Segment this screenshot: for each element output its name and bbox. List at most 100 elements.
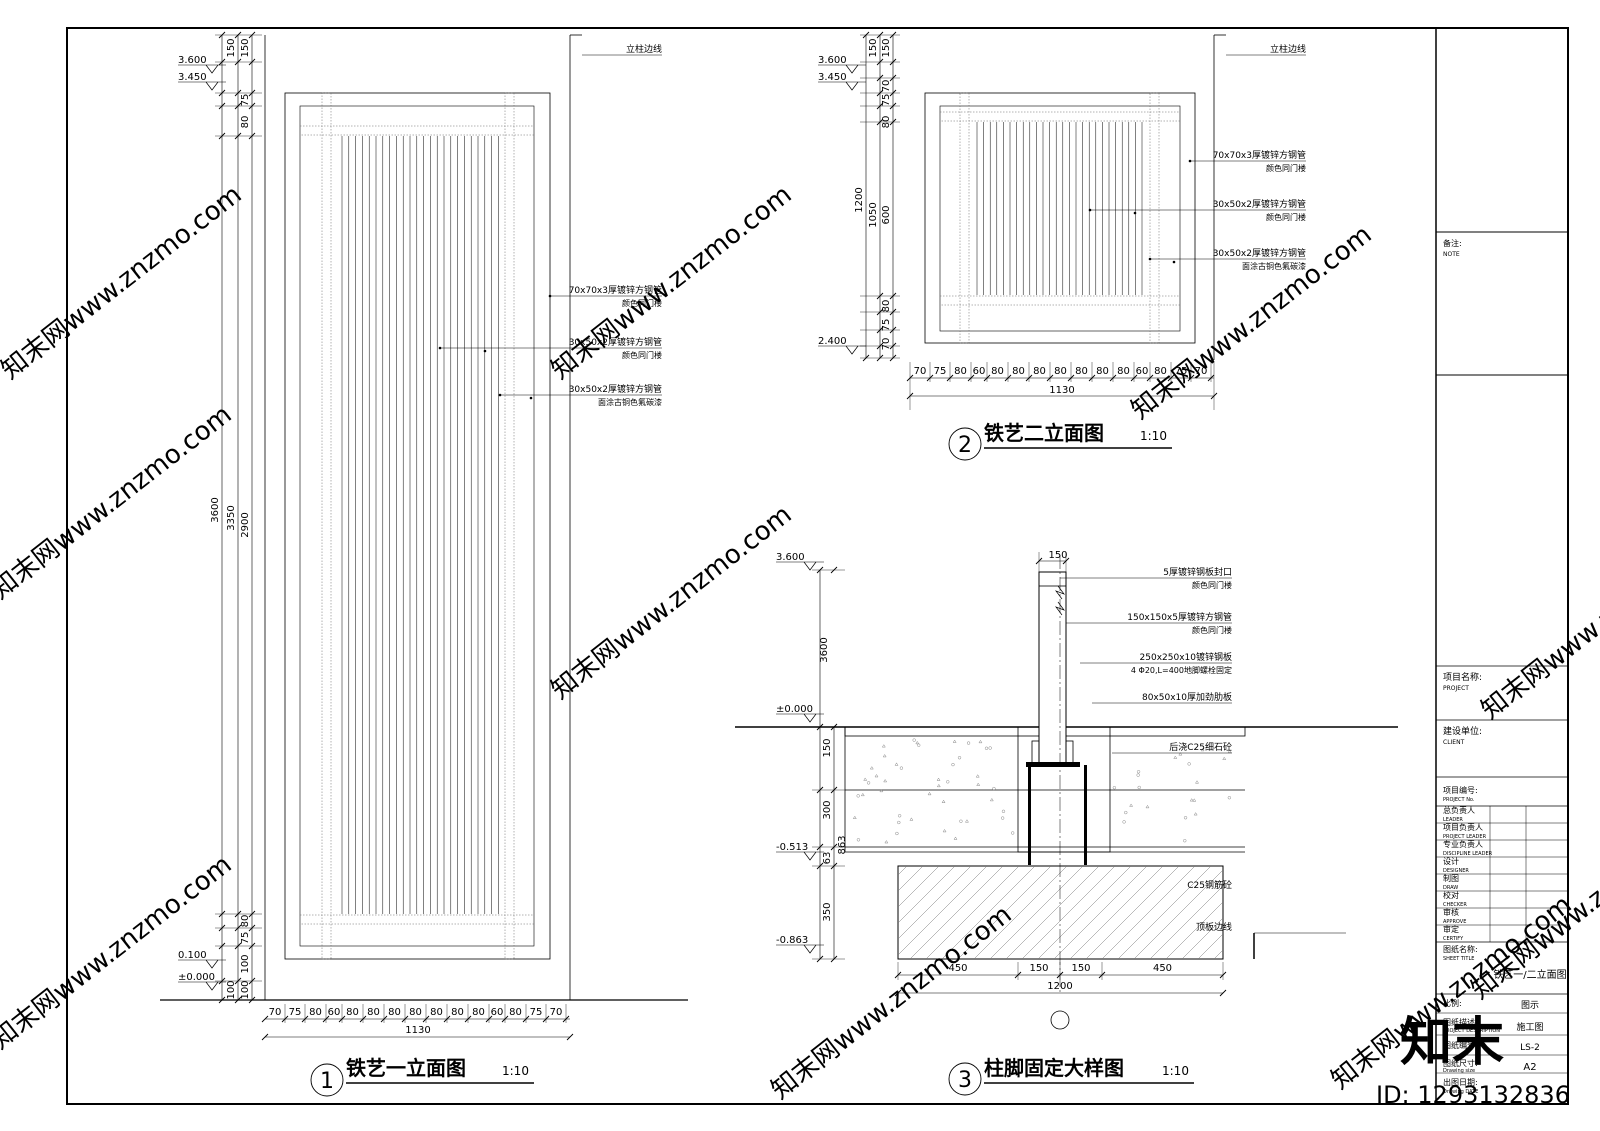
d3-hatch-line <box>1101 865 1196 960</box>
e2-bottom-dim: 80 <box>1096 366 1109 377</box>
tb-size-en: Drawing size <box>1443 1068 1475 1074</box>
d3-gravel-dot <box>899 766 904 770</box>
tb-note-en: NOTE <box>1443 251 1460 258</box>
d3-gravel-dot <box>1001 809 1006 813</box>
e1-title-bubble <box>310 1063 344 1097</box>
watermark-site-text: 知末网www.znzmo.com <box>0 400 238 606</box>
e2-bottom-dim: 80 <box>1033 366 1046 377</box>
tb-row-en: APPROVE <box>1443 919 1466 925</box>
d3-hatch-line <box>1021 865 1116 960</box>
d3-level-top: 3.600 <box>776 552 805 563</box>
d3-gravel-dot <box>957 756 962 760</box>
tb-row-label: 项目负责人 <box>1443 822 1483 832</box>
e1-outer-frame <box>284 92 551 960</box>
e2-vertical-bars <box>976 122 1143 295</box>
d3-dim-63: 63 <box>822 852 833 865</box>
tb-row-label: 审定 <box>1443 924 1459 934</box>
d3-note: 80x50x10厚加劲肋板 <box>1142 691 1232 703</box>
d3-gravel-dot <box>856 838 861 842</box>
e2-bottom-dim: 75 <box>1175 366 1188 377</box>
tb-row-en: CERTIFY <box>1443 936 1464 942</box>
d3-bottom-dim: 450 <box>1153 963 1172 974</box>
e1-level-ground: ±0.000 <box>178 972 215 983</box>
d3-hatch-line <box>1213 949 1224 960</box>
e1-title: 铁艺一立面图 <box>346 1056 466 1080</box>
d3-gravel-dot <box>946 780 950 784</box>
d3-hatch-line <box>1069 865 1164 960</box>
d3-dim-150: 150 <box>822 738 833 757</box>
e1-bottom-dim: 80 <box>509 1007 522 1018</box>
d3-gravel-dot <box>897 820 901 825</box>
e1-dim-3600: 3600 <box>210 497 221 522</box>
tb-row-en: DISCIPLINE LEADER <box>1443 851 1493 857</box>
d3-steel-post <box>1038 571 1067 766</box>
e1-bottom-dim: 80 <box>388 1007 401 1018</box>
d3-gravel-tri <box>874 774 879 778</box>
e1-bottom-dim: 80 <box>309 1007 322 1018</box>
d3-gravel-tri <box>1192 798 1197 802</box>
e1-title-num: 1 <box>320 1069 334 1094</box>
d3-note: 后浇C25细石砼 <box>1169 741 1232 753</box>
d3-title-num: 3 <box>958 1068 972 1093</box>
d3-hatch-line <box>941 865 1036 960</box>
e2-note: 30x50x2厚镀锌方钢管 <box>1213 247 1306 259</box>
d3-gravel-tri <box>1189 798 1194 802</box>
d3-gravel-dot <box>1112 786 1117 790</box>
e2-dim-inner: 70 <box>881 338 892 351</box>
d3-bottom-dim: 450 <box>948 963 967 974</box>
d3-note: 150x150x5厚镀锌方钢管 <box>1127 611 1232 623</box>
d3-gravel-dot <box>1011 831 1015 835</box>
d3-gravel-dot <box>856 794 860 798</box>
tb-row-en: CHECKER <box>1443 902 1467 908</box>
d3-hatch-line <box>897 865 956 924</box>
d3-gravel-tri <box>952 739 957 743</box>
e1-dim-top: 150 <box>226 38 237 57</box>
d3-gravel-dot <box>1187 762 1191 766</box>
d3-gravel-tri <box>941 799 946 803</box>
e1-scale: 1:10 <box>502 1064 529 1078</box>
tb-scale-value: 图示 <box>1521 1000 1539 1011</box>
d3-gravel-tri <box>881 744 886 748</box>
d3-bottom-dim: 150 <box>1029 963 1048 974</box>
e2-bottom-dim: 80 <box>1054 366 1067 377</box>
d3-dim-863: 863 <box>837 835 848 854</box>
tb-sheet-title-label: 图纸名称: <box>1443 944 1478 954</box>
d3-hatch-line <box>1005 865 1100 960</box>
d3-base-plate <box>1026 762 1080 767</box>
d3-anchor-bolt-right <box>1084 765 1087 865</box>
tb-project-label: 项目名称: <box>1443 671 1482 683</box>
e2-title-num: 2 <box>958 433 972 458</box>
d3-title-bubble <box>948 1062 982 1096</box>
d3-gravel-dot <box>1124 810 1128 815</box>
e2-level-top: 3.600 <box>818 55 847 66</box>
d3-gravel-dot <box>984 746 989 750</box>
d3-gravel-dot <box>992 786 996 791</box>
d3-gravel-tri <box>883 778 888 783</box>
tb-row-en: DRAW <box>1443 885 1458 891</box>
e2-bottom-dim: 80 <box>1012 366 1025 377</box>
tb-project-en: PROJECT <box>1443 685 1469 692</box>
d3-level-513: -0.513 <box>776 842 808 853</box>
d3-gravel-dot <box>1227 796 1232 800</box>
d3-gravel-dot <box>1122 820 1126 824</box>
e2-dim-inner: 600 <box>881 205 892 224</box>
d3-gravel-dot <box>1136 770 1141 774</box>
d3-gravel-dot <box>897 814 902 818</box>
e2-dim-inner: 70 <box>881 80 892 93</box>
e2-dim-top: 150 <box>868 38 879 57</box>
d3-gravel-tri <box>869 766 874 770</box>
d3-gravel-dot <box>951 762 955 767</box>
e2-scale: 1:10 <box>1140 429 1167 443</box>
tb-row-label: 专业负责人 <box>1443 839 1483 849</box>
e1-bottom-dim: 60 <box>328 1007 341 1018</box>
e1-level-frame-top: 3.450 <box>178 72 207 83</box>
e1-bottom-dim: 75 <box>289 1007 302 1018</box>
e1-total-dim: 1130 <box>405 1025 430 1036</box>
e2-dim-inner: 150 <box>881 38 892 57</box>
tb-row-en: PROJECT LEADER <box>1443 834 1487 840</box>
d3-hatch-line <box>1085 865 1180 960</box>
e1-bottom-dim: 80 <box>409 1007 422 1018</box>
tb-desc-en: PROJECT DESCRIPTION <box>1443 1028 1500 1034</box>
d3-gravel-tri <box>1227 749 1232 753</box>
d3-hatch-line <box>1149 885 1224 960</box>
